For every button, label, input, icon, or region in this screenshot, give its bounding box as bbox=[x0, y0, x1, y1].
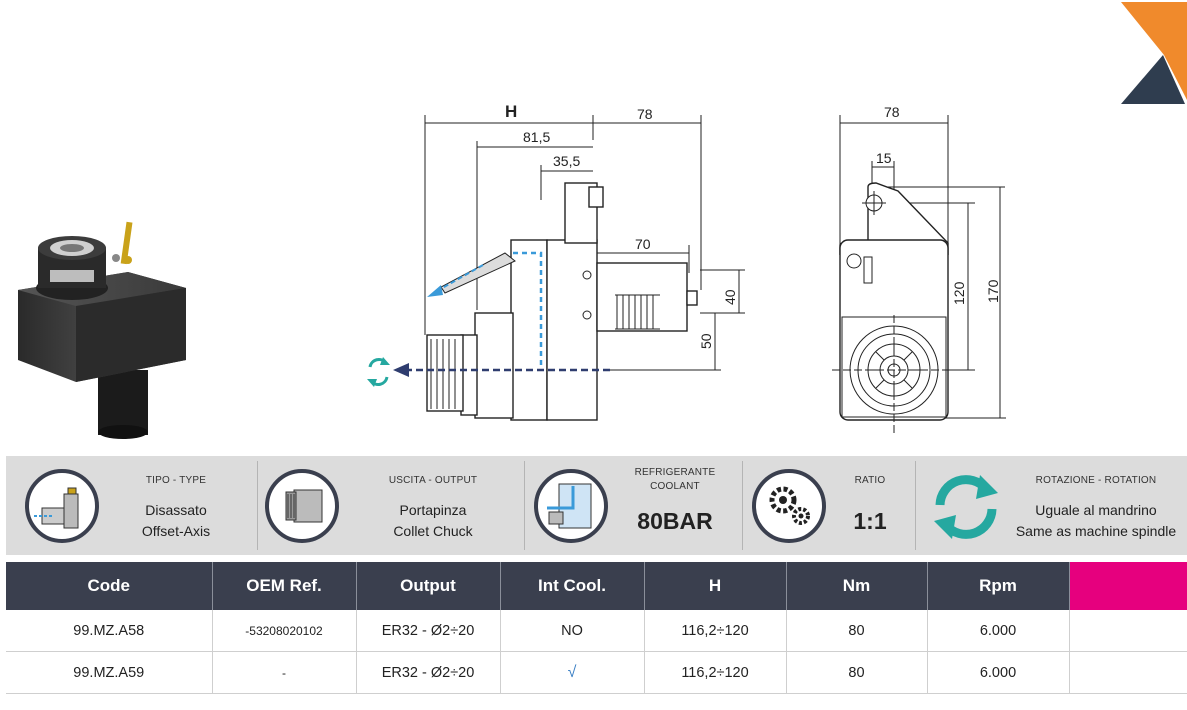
cell-oem-ref: - bbox=[212, 651, 357, 694]
info-divider bbox=[257, 461, 258, 550]
type-line2: Offset-Axis bbox=[141, 523, 211, 539]
collet-chuck-icon bbox=[265, 469, 339, 543]
header-nm: Nm bbox=[786, 562, 928, 610]
output-line1: Portapinza bbox=[399, 502, 467, 518]
cell-output: ER32 - Ø2÷20 bbox=[356, 651, 501, 694]
coolant-pressure-value: 80BAR bbox=[637, 508, 713, 534]
product-photo bbox=[18, 221, 186, 439]
rotation-label: ROTAZIONE - ROTATION bbox=[1035, 475, 1157, 486]
ratio-value: 1:1 bbox=[853, 508, 887, 534]
rotation-line1: Uguale al mandrino bbox=[1035, 502, 1157, 518]
dim-h-label: H bbox=[505, 102, 517, 121]
cell-int-cool: √ bbox=[500, 651, 645, 694]
cell-rpm: 6.000 bbox=[927, 610, 1070, 652]
cell-extra bbox=[1069, 610, 1187, 652]
output-label: USCITA - OUTPUT bbox=[388, 475, 478, 486]
table-row: 99.MZ.A59 - ER32 - Ø2÷20 √ 116,2÷120 80 … bbox=[6, 651, 1187, 694]
gears-icon bbox=[752, 469, 826, 543]
dim-35-5-label: 35,5 bbox=[553, 153, 580, 169]
cell-output: ER32 - Ø2÷20 bbox=[356, 610, 501, 652]
type-line1: Disassato bbox=[145, 502, 207, 518]
cell-h: 116,2÷120 bbox=[644, 651, 787, 694]
type-label: TIPO - TYPE bbox=[145, 475, 207, 486]
header-code: Code bbox=[6, 562, 213, 610]
rotation-block: ROTAZIONE - ROTATION Uguale al mandrino … bbox=[916, 456, 1187, 555]
table-header-row: Code OEM Ref. Output Int Cool. H Nm Rpm bbox=[6, 562, 1187, 610]
front-view-drawing: 78 15 120 170 bbox=[832, 104, 1006, 433]
cell-nm: 80 bbox=[786, 610, 928, 652]
rotation-line2: Same as machine spindle bbox=[1015, 523, 1177, 539]
header-h: H bbox=[644, 562, 787, 610]
front-dim-170-label: 170 bbox=[985, 279, 1001, 303]
front-dim-120-label: 120 bbox=[951, 281, 967, 305]
cell-nm: 80 bbox=[786, 651, 928, 694]
dim-40-label: 40 bbox=[722, 289, 738, 305]
coolant-block: REFRIGERANTE COOLANT 80BAR bbox=[525, 456, 742, 555]
front-dim-15-label: 15 bbox=[876, 150, 892, 166]
offset-axis-icon bbox=[25, 469, 99, 543]
info-divider bbox=[915, 461, 916, 550]
dim-81-5-label: 81,5 bbox=[523, 129, 550, 145]
coolant-label-line2: COOLANT bbox=[650, 481, 700, 492]
technical-drawing-area: H 78 81,5 35,5 70 40 50 bbox=[18, 102, 1006, 439]
info-divider bbox=[524, 461, 525, 550]
side-view-drawing: H 78 81,5 35,5 70 40 50 bbox=[367, 102, 745, 421]
ratio-block: RATIO 1:1 bbox=[743, 456, 915, 555]
cell-code: 99.MZ.A59 bbox=[6, 651, 213, 694]
coolant-label-line1: REFRIGERANTE bbox=[634, 467, 716, 478]
header-oem-ref: OEM Ref. bbox=[212, 562, 357, 610]
cell-code: 99.MZ.A58 bbox=[6, 610, 213, 652]
type-block: TIPO - TYPE Disassato Offset-Axis bbox=[6, 456, 257, 555]
output-block: USCITA - OUTPUT Portapinza Collet Chuck bbox=[258, 456, 524, 555]
cell-int-cool: NO bbox=[500, 610, 645, 652]
spec-table: Code OEM Ref. Output Int Cool. H Nm Rpm … bbox=[6, 562, 1187, 694]
dim-50-label: 50 bbox=[698, 333, 714, 349]
brand-logo bbox=[1121, 2, 1187, 104]
cell-rpm: 6.000 bbox=[927, 651, 1070, 694]
info-divider bbox=[742, 461, 743, 550]
front-dim-78-label: 78 bbox=[884, 104, 900, 120]
output-line2: Collet Chuck bbox=[393, 523, 473, 539]
table-row: 99.MZ.A58 -53208020102 ER32 - Ø2÷20 NO 1… bbox=[6, 610, 1187, 652]
header-output: Output bbox=[356, 562, 501, 610]
dim-70-label: 70 bbox=[635, 236, 651, 252]
info-strip: TIPO - TYPE Disassato Offset-Axis USCITA… bbox=[6, 456, 1187, 555]
coolant-icon bbox=[534, 469, 608, 543]
header-rpm: Rpm bbox=[927, 562, 1070, 610]
header-int-cool: Int Cool. bbox=[500, 562, 645, 610]
rotation-icon bbox=[934, 475, 998, 539]
cell-extra bbox=[1069, 651, 1187, 694]
cell-oem-ref: -53208020102 bbox=[212, 610, 357, 652]
dim-78-label: 78 bbox=[637, 106, 653, 122]
ratio-label: RATIO bbox=[854, 475, 886, 486]
header-accent-cell bbox=[1069, 562, 1187, 610]
cell-h: 116,2÷120 bbox=[644, 610, 787, 652]
